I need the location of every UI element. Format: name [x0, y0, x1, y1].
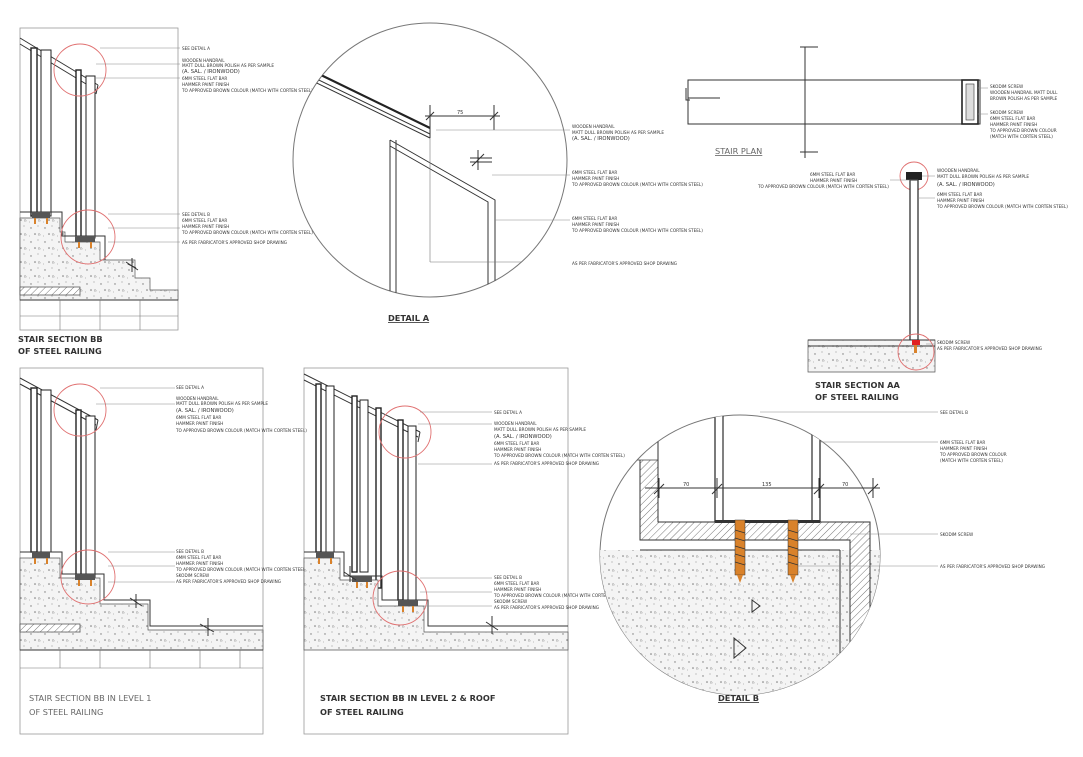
section-aa: WOODEN HANDRAIL MATT DULL BROWN POLISH A… [757, 161, 1068, 402]
note-colour: TO APPROVED BROWN COLOUR (MATCH WITH COR… [936, 204, 1068, 209]
note-screw: SKODIM SCREW [990, 84, 1023, 89]
section-bb-top: SEE DETAIL A WOODEN HANDRAIL MATT DULL B… [18, 27, 313, 356]
note-flat-bar: 6MM STEEL FLAT BAR [572, 170, 617, 175]
note-colour: TO APPROVED BROWN COLOUR (MATCH WITH COR… [181, 230, 313, 235]
note-handrail-finish: BROWN POLISH AS PER SAMPLE [990, 96, 1058, 101]
note-handrail-finish: MATT DULL BROWN POLISH AS PER SAMPLE [182, 63, 274, 68]
note-colour-match: (MATCH WITH CORTEN STEEL) [940, 458, 1003, 463]
note-colour: TO APPROVED BROWN COLOUR (MATCH WITH COR… [571, 228, 703, 233]
note-colour: TO APPROVED BROWN COLOUR (MATCH WITH COR… [571, 182, 703, 187]
note-flat-bar: 6MM STEEL FLAT BAR [572, 216, 617, 221]
note-shop-drawing: AS PER FABRICATOR'S APPROVED SHOP DRAWIN… [182, 240, 287, 245]
note-screw: SKODIM SCREW [940, 532, 973, 537]
note-paint-left: HAMMER PAINT FINISH [810, 178, 857, 183]
note-see-detail-b: SEE DETAIL B [176, 549, 204, 554]
title-stair-plan: STAIR PLAN [715, 146, 762, 156]
note-paint: HAMMER PAINT FINISH [937, 198, 984, 203]
dim-75: 75 [457, 110, 463, 116]
title-section-aa-sub: OF STEEL RAILING [815, 392, 899, 402]
note-paint: HAMMER PAINT FINISH [990, 122, 1037, 127]
note-flat-bar: 6MM STEEL FLAT BAR [990, 116, 1035, 121]
note-handrail-wood: (A. SAL. / IRONWOOD) [176, 408, 234, 414]
note-colour: TO APPROVED BROWN COLOUR (MATCH WITH COR… [175, 428, 307, 433]
note-colour-match: (MATCH WITH CORTEN STEEL) [990, 134, 1053, 139]
note-shop-drawing: AS PER FABRICATOR'S APPROVED SHOP DRAWIN… [494, 605, 599, 610]
note-paint: HAMMER PAINT FINISH [182, 82, 229, 87]
note-handrail-wood: (A. SAL. / IRONWOOD) [494, 434, 552, 440]
title-detail-a: DETAIL A [388, 313, 430, 323]
note-handrail-finish: MATT DULL BROWN POLISH AS PER SAMPLE [494, 427, 586, 432]
note-paint: HAMMER PAINT FINISH [182, 224, 229, 229]
note-handrail: WOODEN HANDRAIL [494, 421, 537, 426]
note-shop-drawing: AS PER FABRICATOR'S APPROVED SHOP DRAWIN… [494, 461, 599, 466]
title-section-bb-level1-sub: OF STEEL RAILING [29, 707, 103, 717]
note-colour: TO APPROVED BROWN COLOUR [939, 452, 1007, 457]
note-handrail-finish: MATT DULL BROWN POLISH AS PER SAMPLE [937, 174, 1029, 179]
title-section-bb: STAIR SECTION BB [18, 334, 103, 344]
note-handrail-finish: MATT DULL BROWN POLISH AS PER SAMPLE [572, 130, 664, 135]
note-flat-bar: 6MM STEEL FLAT BAR [494, 441, 539, 446]
note-handrail-wood: (A. SAL. / IRONWOOD) [937, 182, 995, 188]
section-bb-level-1: SEE DETAIL A WOODEN HANDRAIL MATT DULL B… [19, 367, 307, 735]
note-handrail-wood: (A. SAL. / IRONWOOD) [572, 136, 630, 142]
note-shop-drawing: AS PER FABRICATOR'S APPROVED SHOP DRAWIN… [176, 579, 281, 584]
note-paint: HAMMER PAINT FINISH [572, 222, 619, 227]
note-colour: TO APPROVED BROWN COLOUR (MATCH WITH COR… [181, 88, 313, 93]
note-flat-bar: 6MM STEEL FLAT BAR [940, 440, 985, 445]
dim-70-left: 70 [683, 482, 689, 488]
dim-70-right: 70 [842, 482, 848, 488]
note-see-detail-b: SEE DETAIL B [940, 410, 968, 415]
note-handrail-finish: MATT DULL BROWN POLISH AS PER SAMPLE [176, 401, 268, 406]
note-handrail: WOODEN HANDRAIL [572, 124, 615, 129]
note-paint: HAMMER PAINT FINISH [940, 446, 987, 451]
note-see-detail-b: SEE DETAIL B [182, 212, 210, 217]
note-paint: HAMMER PAINT FINISH [572, 176, 619, 181]
note-see-detail-a: SEE DETAIL A [176, 385, 204, 390]
note-colour: TO APPROVED BROWN COLOUR (MATCH WITH COR… [493, 593, 625, 598]
title-section-bb-level2: STAIR SECTION BB IN LEVEL 2 & ROOF [320, 693, 495, 703]
note-flat-bar: 6MM STEEL FLAT BAR [182, 76, 227, 81]
stair-plan: SKODIM SCREW WOODEN HANDRAIL MATT DULL B… [685, 46, 1058, 158]
note-colour: TO APPROVED BROWN COLOUR (MATCH WITH COR… [493, 453, 625, 458]
dim-135: 135 [762, 482, 772, 488]
note-colour: TO APPROVED BROWN COLOUR (MATCH WITH COR… [175, 567, 307, 572]
note-see-detail-b: SEE DETAIL B [494, 575, 522, 580]
note-handrail: WOODEN HANDRAIL [182, 58, 225, 63]
note-flat-bar: 6MM STEEL FLAT BAR [937, 192, 982, 197]
note-see-detail-a: SEE DETAIL A [494, 410, 522, 415]
note-paint: HAMMER PAINT FINISH [176, 561, 223, 566]
title-section-bb-sub: OF STEEL RAILING [18, 346, 102, 356]
note-see-detail-a: SEE DETAIL A [182, 46, 210, 51]
note-flat-bar: 6MM STEEL FLAT BAR [182, 218, 227, 223]
title-detail-b: DETAIL B [718, 693, 759, 703]
detail-b: 70 135 70 SEE DETAIL B 6MM STEEL FLAT BA… [599, 410, 1045, 703]
note-shop-drawing: AS PER FABRICATOR'S APPROVED SHOP DRAWIN… [572, 261, 677, 266]
note-paint: HAMMER PAINT FINISH [176, 421, 223, 426]
note-shop-drawing: AS PER FABRICATOR'S APPROVED SHOP DRAWIN… [937, 346, 1042, 351]
note-screw: SKODIM SCREW [937, 340, 970, 345]
title-section-aa: STAIR SECTION AA [815, 380, 901, 390]
detail-a: 75 WOODEN HANDRAIL MATT DULL BROWN POLIS… [292, 22, 703, 323]
note-colour: TO APPROVED BROWN COLOUR [989, 128, 1057, 133]
title-section-bb-level2-sub: OF STEEL RAILING [320, 707, 404, 717]
note-paint: HAMMER PAINT FINISH [494, 587, 541, 592]
note-screw: SKODIM SCREW [494, 599, 527, 604]
note-paint: HAMMER PAINT FINISH [494, 447, 541, 452]
note-flat-bar: 6MM STEEL FLAT BAR [176, 415, 221, 420]
note-screw: SKODIM SCREW [176, 573, 209, 578]
note-handrail: WOODEN HANDRAIL MATT DULL [990, 90, 1058, 95]
note-flat-bar: 6MM STEEL FLAT BAR [494, 581, 539, 586]
note-shop-drawing: AS PER FABRICATOR'S APPROVED SHOP DRAWIN… [940, 564, 1045, 569]
note-flat-bar-left: 6MM STEEL FLAT BAR [810, 172, 855, 177]
note-handrail: WOODEN HANDRAIL [937, 168, 980, 173]
note-colour-left: TO APPROVED BROWN COLOUR (MATCH WITH COR… [757, 184, 889, 189]
note-handrail-wood: (A. SAL. / IRONWOOD) [182, 69, 240, 75]
note-screw: SKODIM SCREW [990, 110, 1023, 115]
title-section-bb-level1: STAIR SECTION BB IN LEVEL 1 [29, 693, 151, 703]
note-handrail: WOODEN HANDRAIL [176, 396, 219, 401]
note-flat-bar: 6MM STEEL FLAT BAR [176, 555, 221, 560]
section-bb-level-2-roof: SEE DETAIL A WOODEN HANDRAIL MATT DULL B… [303, 367, 625, 735]
